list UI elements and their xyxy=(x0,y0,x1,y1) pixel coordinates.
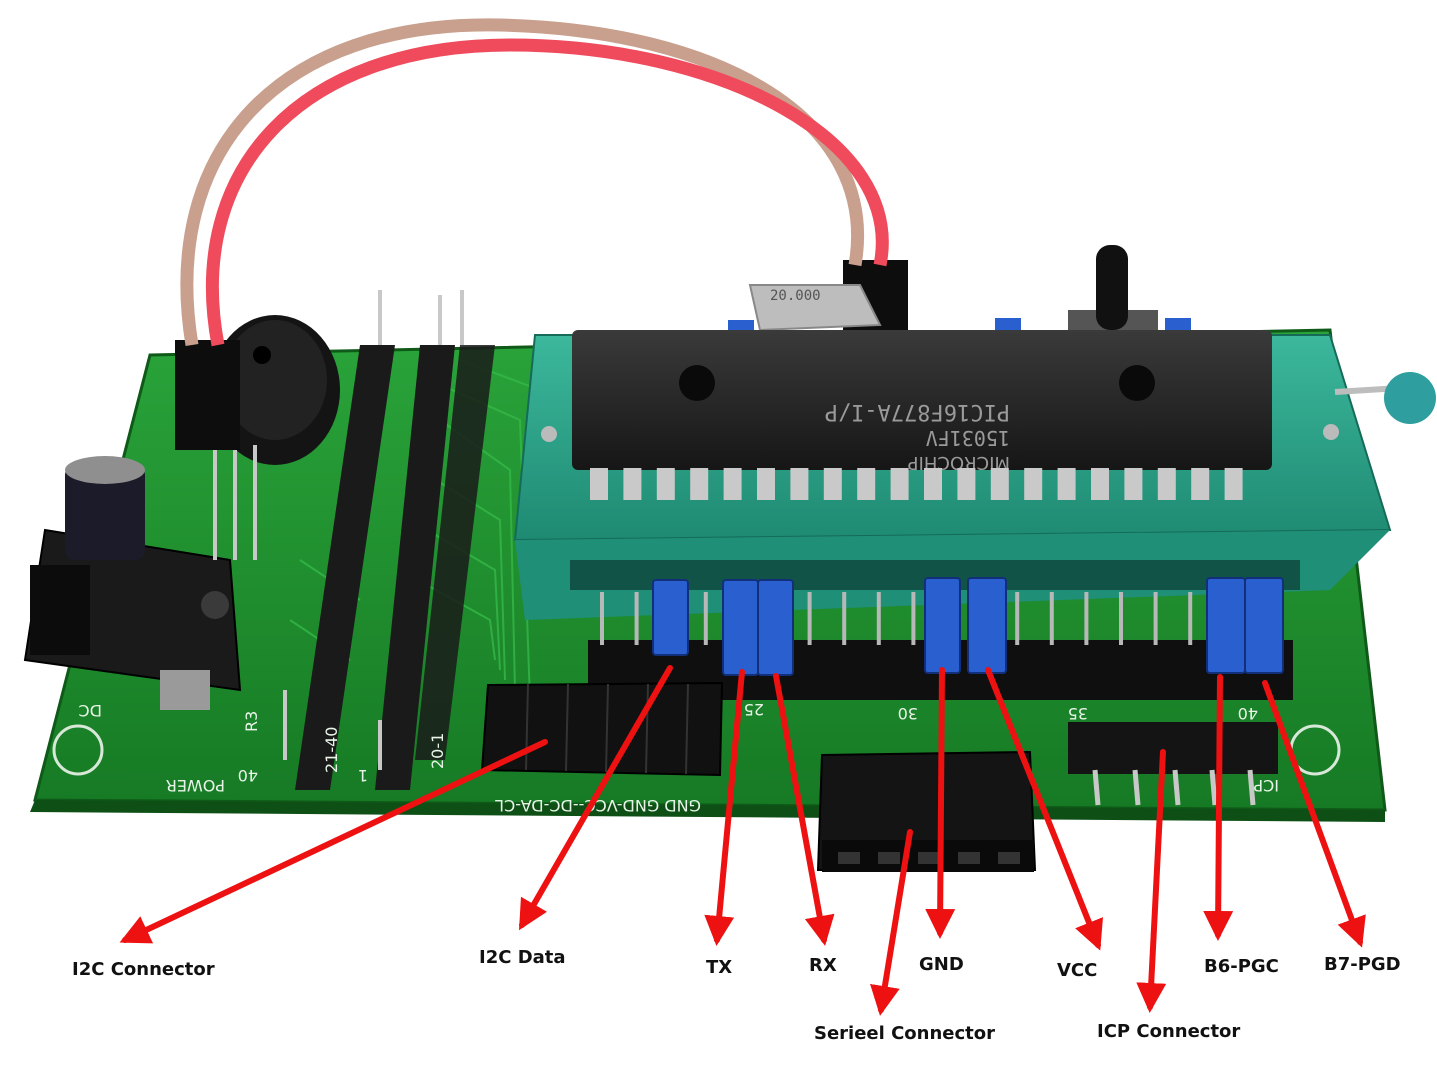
label-i2c-data: I2C Data xyxy=(479,947,566,968)
silk-40-left: 40 xyxy=(238,766,258,785)
dc-jack xyxy=(23,528,242,710)
jumper-gnd xyxy=(924,577,961,674)
jumper-rx xyxy=(757,579,794,676)
arrow-vcc xyxy=(985,667,1104,951)
arrow-b7-pgd xyxy=(1262,680,1366,948)
reset-pushbutton xyxy=(1068,245,1158,340)
arrow-rx xyxy=(773,673,835,946)
chip-lot-code: 15031FV xyxy=(926,426,1010,450)
label-b6-pgc: B6-PGC xyxy=(1204,956,1279,977)
silk-icp: ICP xyxy=(1253,776,1279,795)
buzzer xyxy=(210,315,340,465)
silk-20-1: 20-1 xyxy=(428,733,447,769)
chip-pin xyxy=(924,468,942,500)
label-gnd: GND xyxy=(919,954,964,975)
label-rx: RX xyxy=(809,955,837,976)
label-icp-connector: ICP Connector xyxy=(1097,1021,1241,1042)
silk-power: POWER xyxy=(166,776,225,795)
chip-pin xyxy=(1057,468,1076,500)
chip-pins xyxy=(590,468,1243,500)
label-serieel-connector: Serieel Connector xyxy=(814,1023,996,1044)
chip-pin xyxy=(957,468,976,500)
chip-pin xyxy=(990,468,1009,500)
silk-35: 35 xyxy=(1068,704,1088,723)
jumper-i2c-data xyxy=(652,579,689,656)
chip-part-number: PIC16F877A-I/P xyxy=(825,399,1010,424)
chip-pin xyxy=(757,468,775,500)
label-i2c-connector: I2C Connector xyxy=(72,959,215,980)
jumper-b6-pgc xyxy=(1206,577,1246,674)
chip-pin xyxy=(623,468,642,500)
jumper-tx xyxy=(722,579,759,676)
silk-header-pins: GND GND-VCC--DC-DA-CL xyxy=(495,796,701,815)
jumper-vcc xyxy=(967,577,1007,674)
left-pin-tips xyxy=(213,290,464,770)
electrolytic-capacitor xyxy=(65,456,145,560)
chip-pin xyxy=(857,468,876,500)
chip-pin xyxy=(1157,468,1176,500)
silk-r3: R3 xyxy=(242,711,261,732)
chip-pin xyxy=(690,468,709,500)
arrow-gnd xyxy=(925,667,956,939)
crystal: 20.000 xyxy=(748,284,882,332)
arrow-serieel-connector xyxy=(870,829,913,1016)
chip-pin xyxy=(890,468,909,500)
chip-pin xyxy=(1224,468,1243,500)
silk-dc: DC xyxy=(79,701,103,720)
silk-21-40: 21-40 xyxy=(322,727,341,774)
chip-pin xyxy=(790,468,809,500)
chip-pin xyxy=(1024,468,1043,500)
i2c-female-header xyxy=(480,681,724,777)
label-tx: TX xyxy=(706,957,733,978)
arrow-tx xyxy=(704,669,745,946)
arrow-i2c-connector xyxy=(119,739,548,944)
chip-pin xyxy=(723,468,742,500)
label-vcc: VCC xyxy=(1057,960,1098,981)
icp-male-header xyxy=(1068,722,1278,806)
jumper-b7-pgd xyxy=(1244,577,1284,674)
chip-pin xyxy=(1191,468,1210,500)
chip-brand: MICROCHIP xyxy=(908,452,1010,473)
chip-pin xyxy=(590,468,608,500)
chip-pin xyxy=(1091,468,1109,500)
silk-30: 30 xyxy=(898,704,918,723)
arrow-icp-connector xyxy=(1136,749,1167,1013)
arrow-i2c-data xyxy=(519,665,673,931)
jumpers xyxy=(652,577,1284,676)
jumper-wire xyxy=(175,18,908,450)
pic-microcontroller: PIC16F877A-I/P 15031FV MICROCHIP xyxy=(572,330,1272,473)
chip-pin xyxy=(656,468,675,500)
crystal-label: 20.000 xyxy=(770,288,821,304)
serial-female-header xyxy=(816,750,1037,872)
label-b7-pgd: B7-PGD xyxy=(1324,954,1401,975)
silk-40-right: 40 xyxy=(1238,704,1258,723)
chip-pin xyxy=(1124,468,1143,500)
silk-1: 1 xyxy=(358,766,368,785)
callout-arrows xyxy=(119,665,1366,1016)
arrow-b6-pgc xyxy=(1203,674,1234,941)
silk-25: 25 xyxy=(744,700,764,719)
left-pin-headers xyxy=(295,345,495,790)
chip-pin xyxy=(823,468,842,500)
